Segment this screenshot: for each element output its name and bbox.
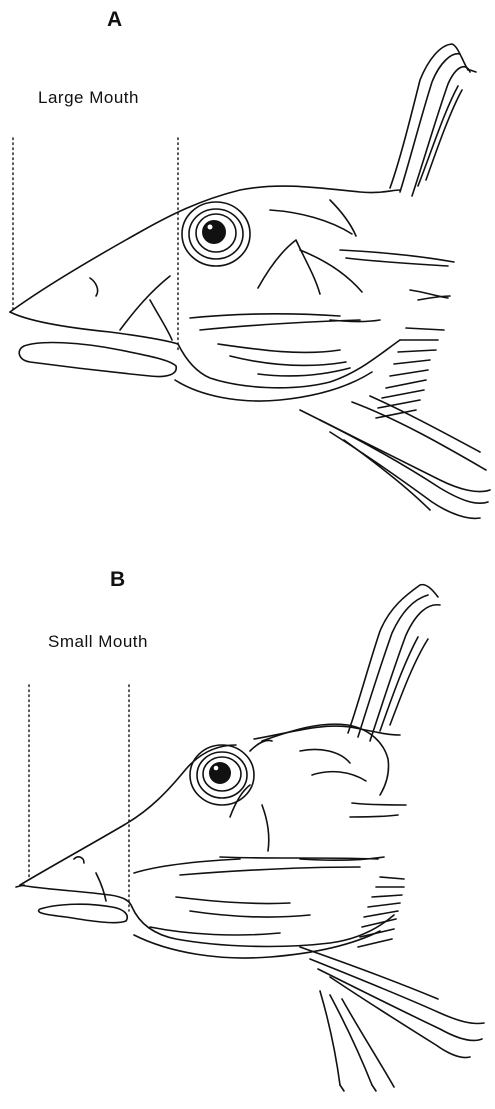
panel-large-mouth: A Large Mouth — [0, 0, 495, 540]
panel-small-mouth: B Small Mouth — [0, 555, 495, 1109]
fish-head-small-mouth-illustration — [0, 555, 495, 1109]
fin-rays — [376, 328, 444, 418]
eye — [190, 740, 272, 805]
head-outline — [16, 726, 400, 958]
pectoral-fin-spines — [330, 250, 454, 322]
pelvic-fin — [300, 947, 484, 1091]
pectoral-fin-spines — [300, 803, 406, 860]
fin-rays — [358, 877, 404, 947]
head-outline — [10, 186, 400, 401]
dorsal-fin-spine — [348, 585, 440, 741]
fish-head-large-mouth-illustration — [0, 0, 495, 540]
eye — [182, 202, 250, 266]
dorsal-fin-spine — [390, 44, 476, 196]
head-crest — [262, 724, 389, 795]
